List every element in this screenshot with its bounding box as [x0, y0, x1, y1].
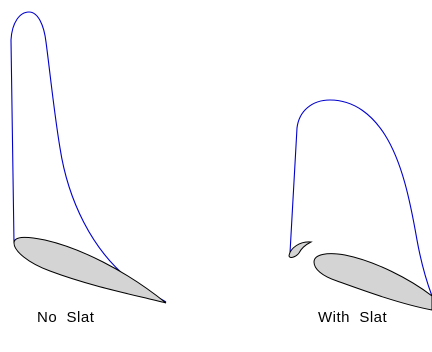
with-slat-caption: With Slat [318, 309, 388, 326]
no-slat-caption: No Slat [37, 309, 95, 326]
with-slat-figure [288, 99, 432, 311]
slat-element [288, 241, 313, 258]
no-slat-figure [10, 11, 167, 304]
with-slat-pressure-curve [289, 99, 432, 297]
no-slat-airfoil [13, 236, 167, 304]
with-slat-main-airfoil [313, 253, 432, 311]
